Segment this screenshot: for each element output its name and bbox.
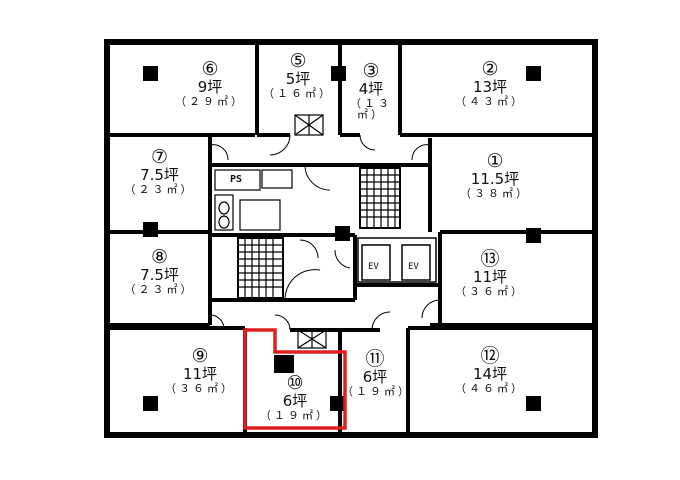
room-9-area: （３６㎡） xyxy=(165,381,235,395)
room-5-label: ⑤ 5坪 （１６㎡） xyxy=(258,50,338,100)
elevator-1-label: EV xyxy=(368,262,379,272)
room-10-label: ⑩ 6坪 （１９㎡） xyxy=(250,372,340,422)
room-5-number: ⑤ xyxy=(289,50,307,72)
structural-columns xyxy=(143,66,541,411)
room-2-area: （４３㎡） xyxy=(455,94,525,108)
room-11-number: ⑪ xyxy=(365,348,385,370)
room-11-tsubo: 6坪 xyxy=(362,367,388,386)
toilet-area xyxy=(214,169,293,231)
room-11-area: （１９㎡） xyxy=(342,384,412,398)
room-10-number: ⑩ xyxy=(286,372,304,394)
room-7-label: ⑦ 7.5坪 （２３㎡） xyxy=(112,146,207,196)
room-12-label: ⑫ 14坪 （４６㎡） xyxy=(440,345,540,395)
stairs xyxy=(237,167,401,299)
room-3-tsubo: 4坪 xyxy=(358,79,384,98)
interior-walls xyxy=(107,42,595,435)
room-3-number: ③ xyxy=(362,60,380,82)
room-3-label: ③ 4坪 （１３㎡） xyxy=(342,60,400,122)
room-9-label: ⑨ 11坪 （３６㎡） xyxy=(155,345,245,395)
highlight-room-10 xyxy=(243,328,347,430)
room-11-label: ⑪ 6坪 （１９㎡） xyxy=(342,348,412,398)
room-10-area: （１９㎡） xyxy=(260,408,330,422)
doors xyxy=(209,134,441,331)
ps-label: PS xyxy=(230,174,243,185)
room-6-area: （２９㎡） xyxy=(175,94,245,108)
room-7-tsubo: 7.5坪 xyxy=(140,165,179,184)
elevator-2-label: EV xyxy=(408,262,419,272)
room-8-label: ⑧ 7.5坪 （２３㎡） xyxy=(112,246,207,296)
room-1-tsubo: 11.5坪 xyxy=(470,169,520,188)
room-7-area: （２３㎡） xyxy=(124,182,195,196)
room-5-area: （１６㎡） xyxy=(263,86,333,100)
room-13-label: ⑬ 11坪 （３６㎡） xyxy=(440,248,540,298)
room-13-area: （３６㎡） xyxy=(455,284,525,298)
room-3-area: （１３㎡） xyxy=(350,96,392,122)
room-1-label: ① 11.5坪 （３８㎡） xyxy=(440,150,550,200)
room-6-label: ⑥ 9坪 （２９㎡） xyxy=(165,58,255,108)
room-6-number: ⑥ xyxy=(201,58,219,80)
room-1-area: （３８㎡） xyxy=(460,186,530,200)
room-8-number: ⑧ xyxy=(150,246,169,268)
outer-wall xyxy=(104,39,598,438)
elevators xyxy=(357,237,437,283)
room-9-tsubo: 11坪 xyxy=(182,364,218,383)
room-10-tsubo: 6坪 xyxy=(282,391,308,410)
room-5-tsubo: 5坪 xyxy=(285,69,311,88)
room-8-area: （２３㎡） xyxy=(124,282,195,296)
room-12-number: ⑫ xyxy=(480,345,500,367)
room-2-number: ② xyxy=(481,58,499,80)
room-7-number: ⑦ xyxy=(150,146,169,168)
room-9-number: ⑨ xyxy=(191,345,209,367)
duct-shafts xyxy=(294,114,327,349)
room-2-tsubo: 13坪 xyxy=(472,77,508,96)
room-13-number: ⑬ xyxy=(480,248,500,270)
room-6-tsubo: 9坪 xyxy=(197,77,223,96)
room-12-area: （４６㎡） xyxy=(455,381,525,395)
room-12-tsubo: 14坪 xyxy=(472,364,508,383)
room-13-tsubo: 11坪 xyxy=(472,267,508,286)
room-8-tsubo: 7.5坪 xyxy=(140,265,179,284)
room-2-label: ② 13坪 （４３㎡） xyxy=(440,58,540,108)
room-1-number: ① xyxy=(486,150,504,172)
